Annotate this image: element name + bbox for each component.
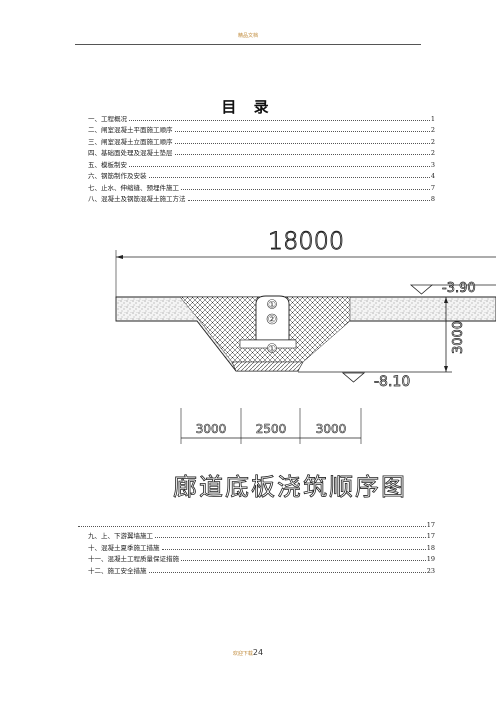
dim-total-label: 18000 [268, 227, 344, 255]
marker-1-bottom: ① [268, 345, 276, 355]
page-footer: 欢迎下载24 [0, 648, 496, 657]
page-header: 精品文档 [75, 32, 421, 45]
elev-bottom-label: -8.10 [374, 374, 410, 390]
dim-bottom-right: 3000 [316, 422, 347, 436]
elev-top-label: -3.90 [442, 281, 476, 296]
marker-2: ② [268, 315, 277, 326]
footer-text: 欢迎下载 [232, 651, 253, 657]
marker-1-top: ① [268, 301, 276, 311]
dimension-bottom-chain: 3000 2500 3000 [180, 408, 362, 444]
dim-bottom-left: 3000 [196, 422, 227, 436]
drawing-caption: 廊道底板浇筑顺序图 [173, 473, 407, 501]
dim-depth-label: 3000 [451, 321, 466, 354]
elevation-top: -3.90 [409, 281, 496, 296]
footer-page-number: 24 [252, 648, 264, 657]
dimension-depth: 3000 [444, 297, 466, 372]
elevation-bottom: -8.10 [298, 371, 452, 390]
dim-bottom-middle: 2500 [256, 422, 287, 436]
header-text: 精品文档 [237, 33, 258, 39]
toc-title: 目 录 [221, 98, 275, 116]
toc-entry[interactable]: 17 [76, 517, 435, 529]
dimension-total-width: 18000 [115, 227, 496, 298]
slab-section: ① ② ① [115, 295, 496, 372]
